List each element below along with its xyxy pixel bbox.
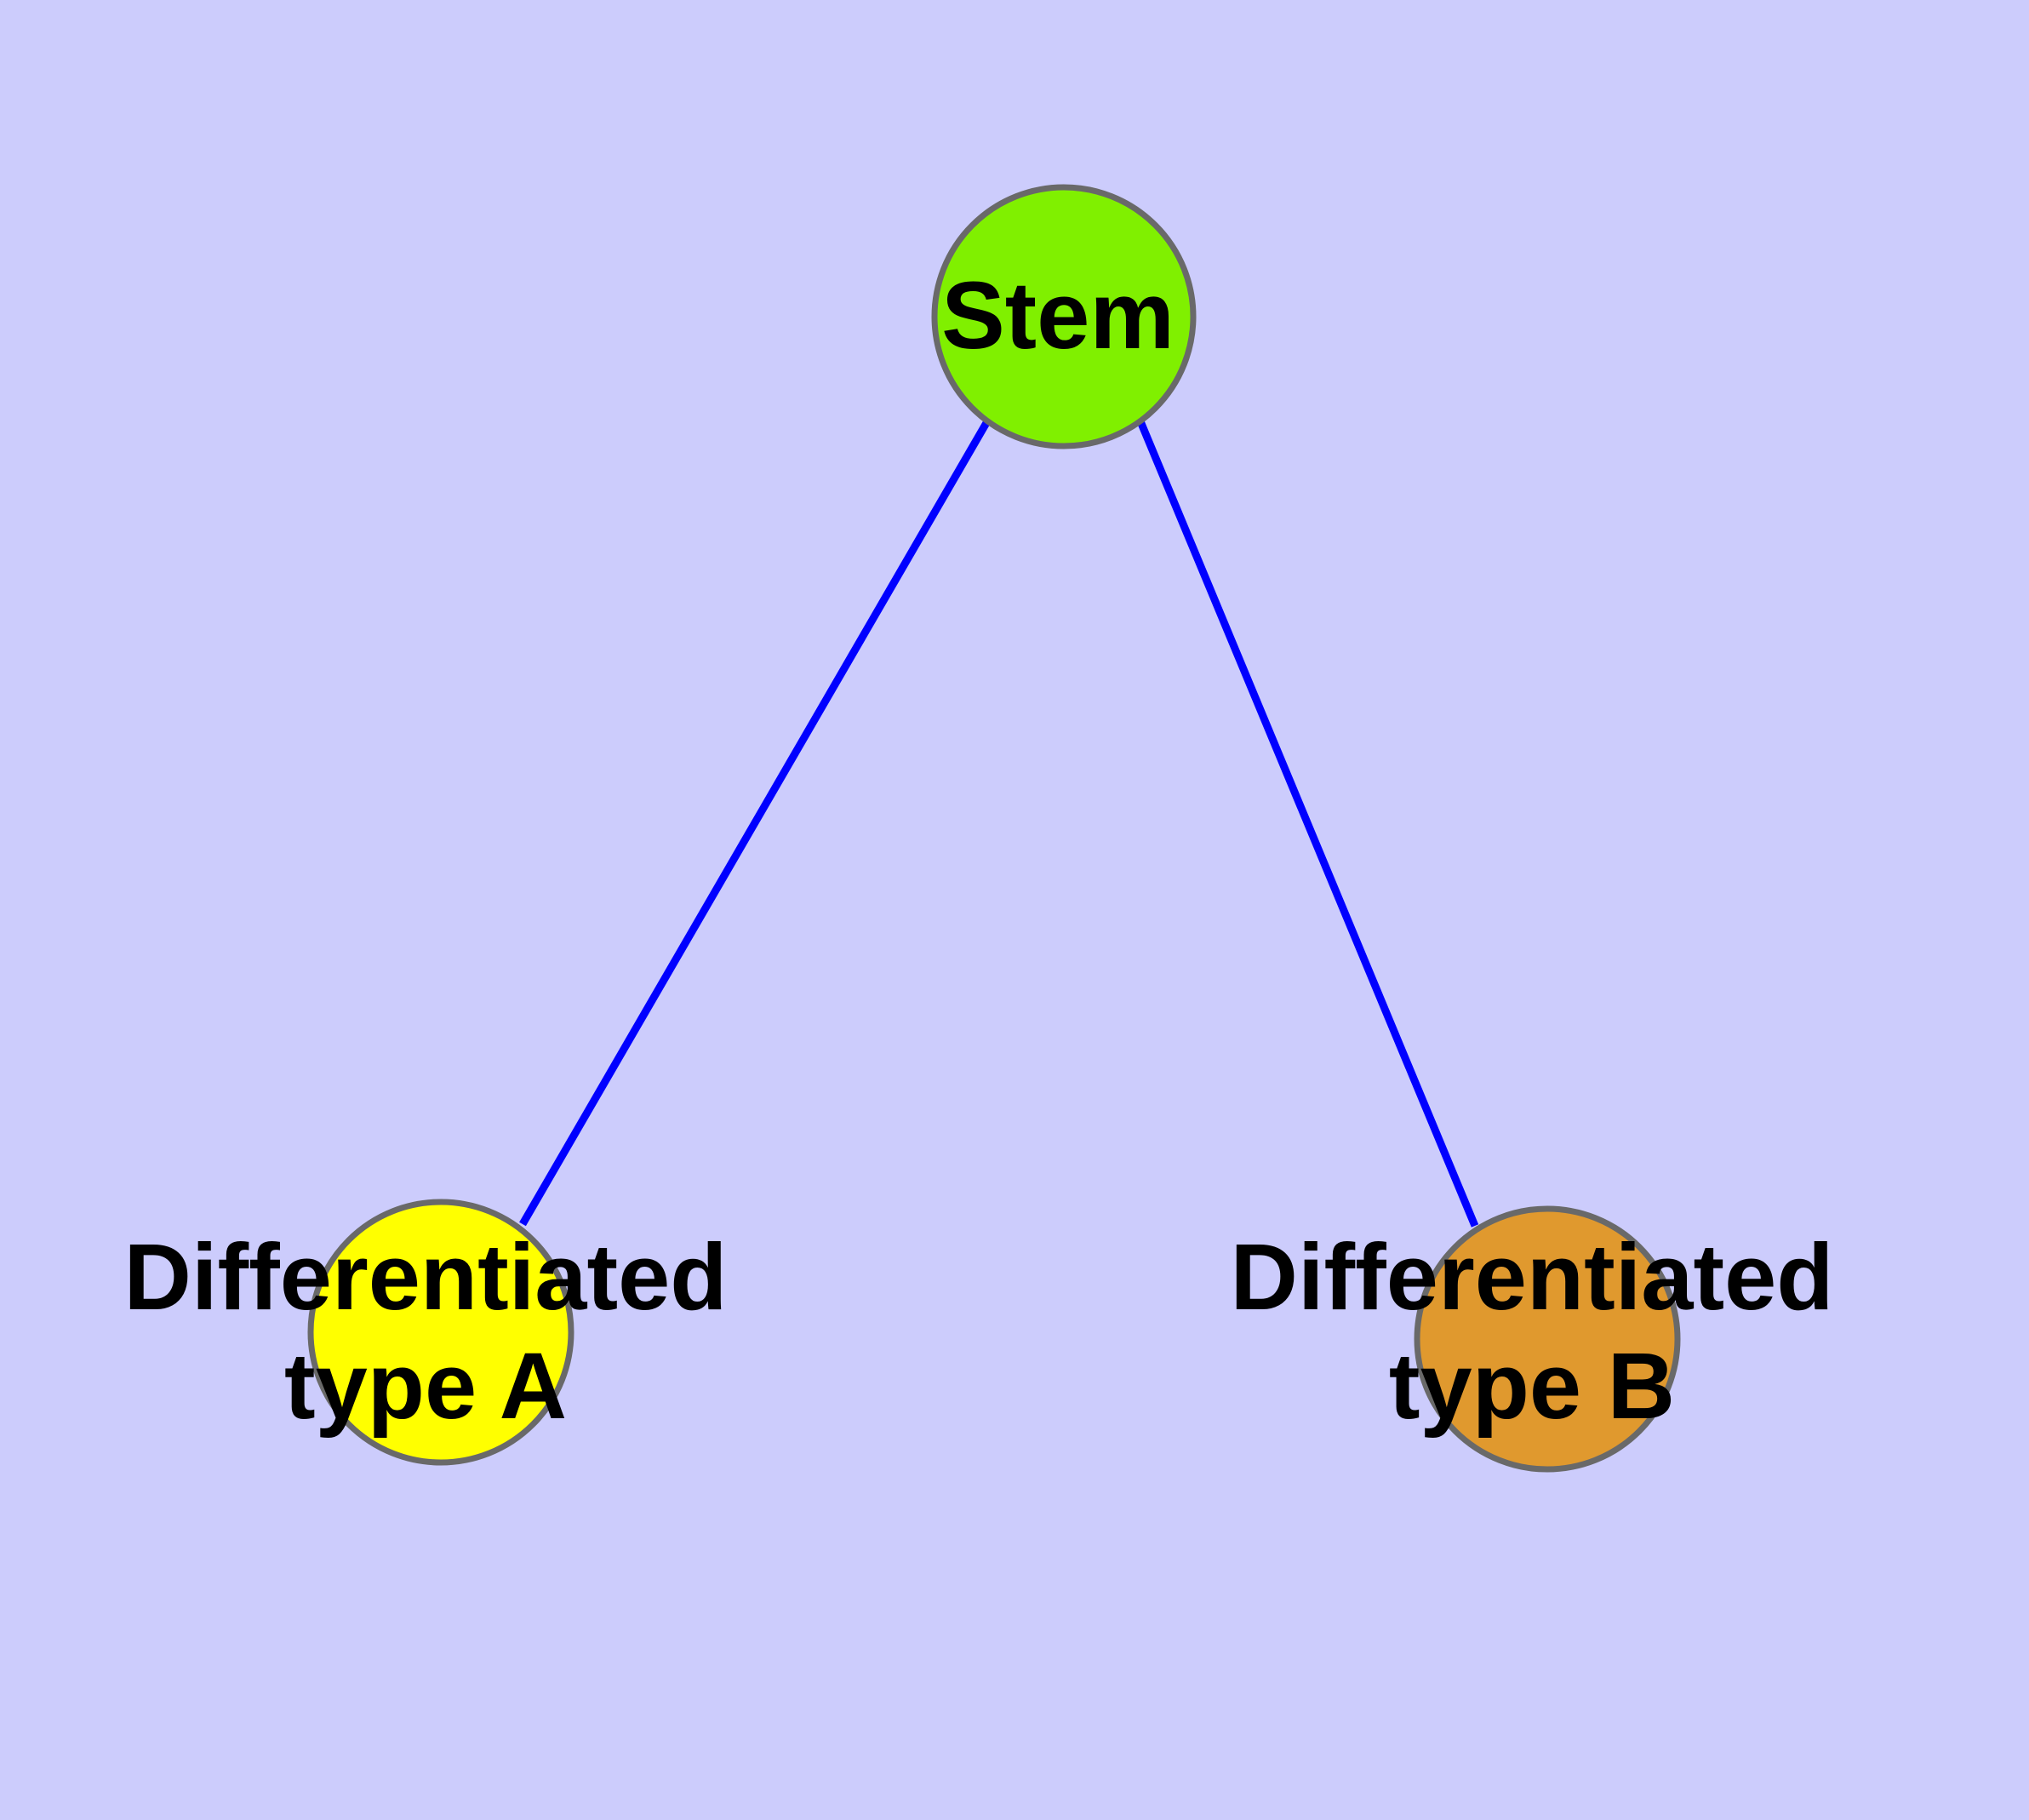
edges-layer	[519, 419, 1479, 1228]
edge-stem-to-diff-b[interactable]	[1136, 420, 1479, 1228]
node-label-line: type B	[1389, 1334, 1675, 1439]
node-label-line: Differentiated	[124, 1225, 728, 1330]
node-diff-b[interactable]	[1414, 1205, 1681, 1473]
node-label-stem: Stem	[941, 262, 1175, 369]
node-label-line: Stem	[941, 262, 1175, 369]
edge-stem-to-diff-a[interactable]	[519, 419, 991, 1227]
node-stem[interactable]	[931, 184, 1197, 449]
node-label-line: type A	[284, 1334, 567, 1439]
node-diff-a[interactable]	[307, 1199, 574, 1466]
node-label-line: Differentiated	[1231, 1225, 1834, 1330]
nodes-layer	[307, 184, 1681, 1473]
